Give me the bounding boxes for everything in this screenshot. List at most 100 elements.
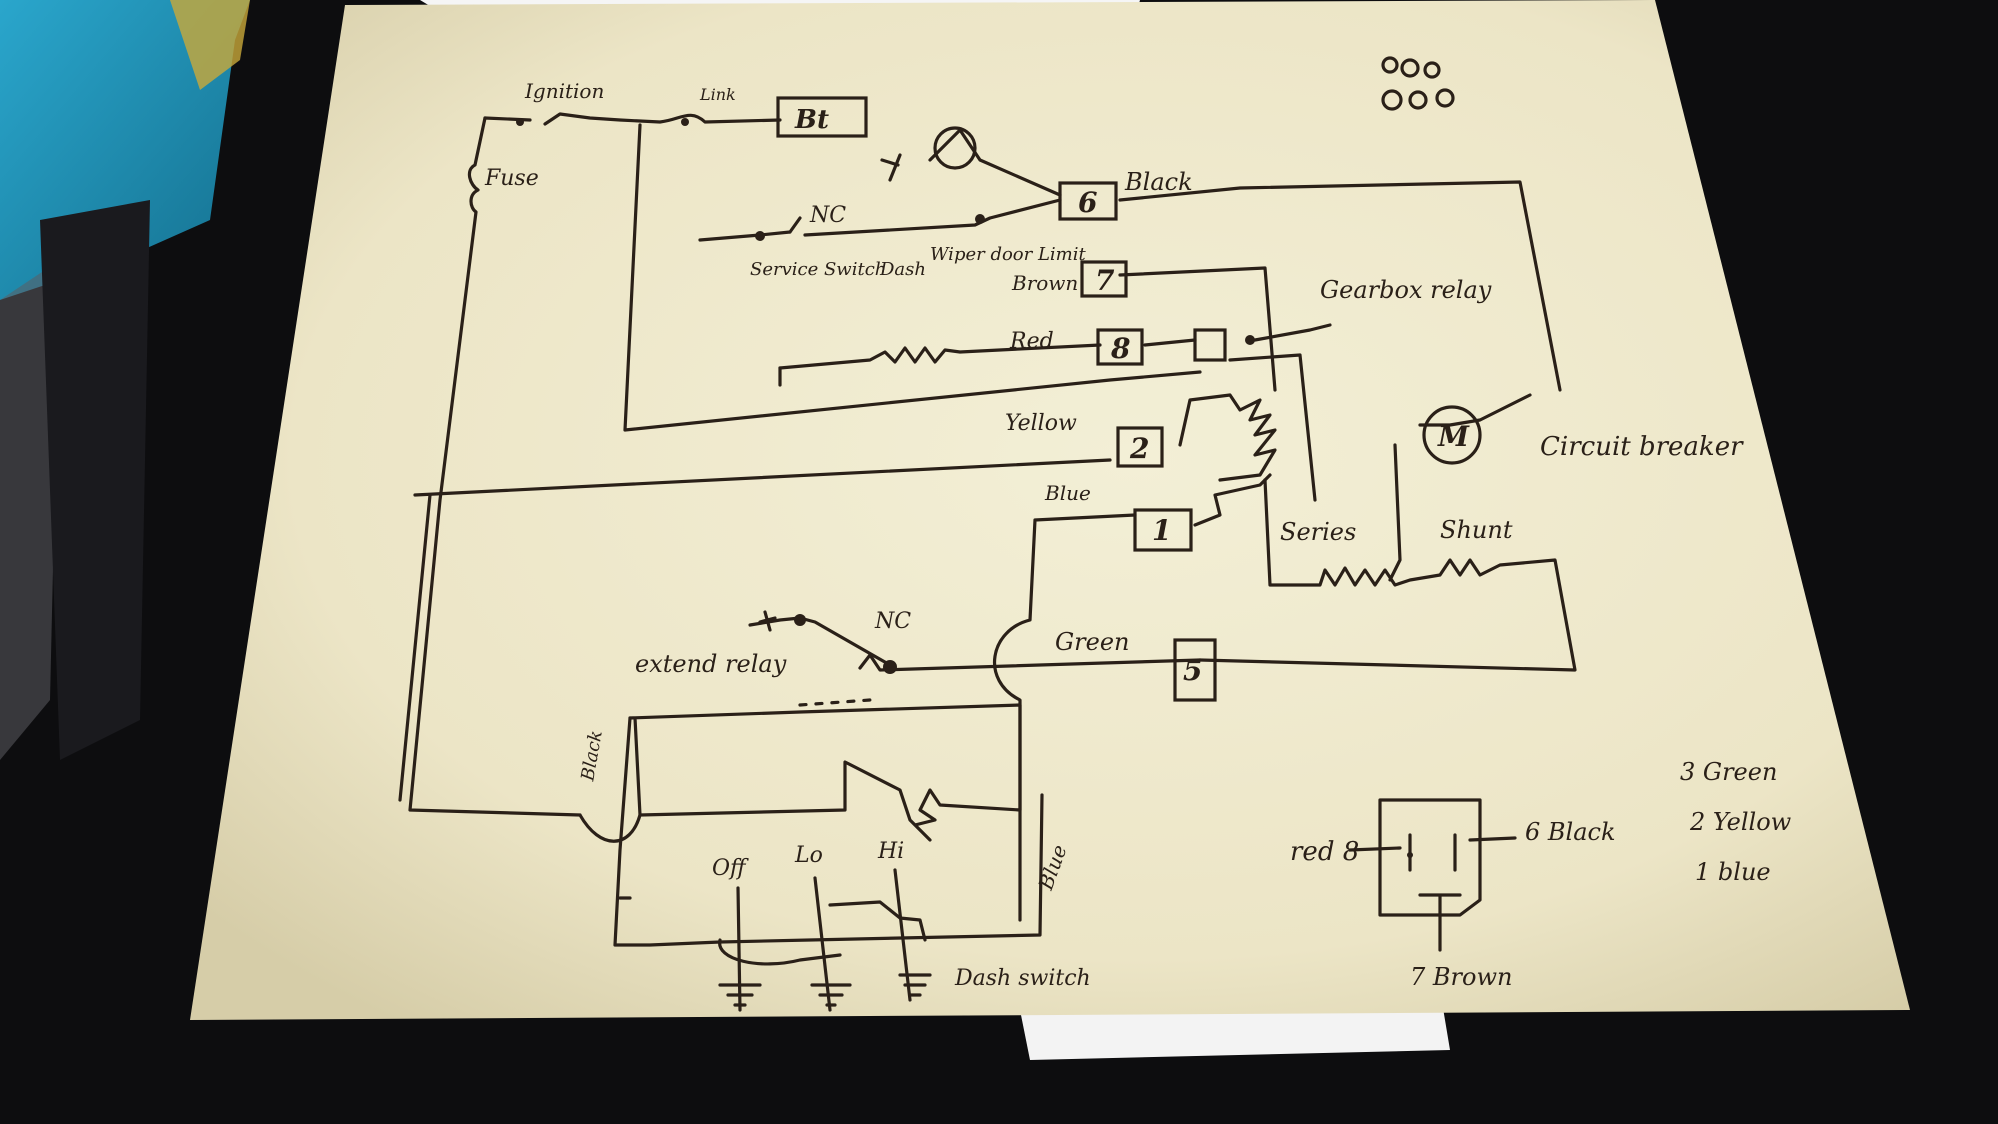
extend-relay-switch <box>748 616 892 667</box>
pin-circle <box>1381 89 1403 111</box>
node-dot <box>755 231 765 241</box>
connector-6-number: 6 <box>1078 186 1097 219</box>
green-wire <box>858 653 1202 672</box>
switch-link <box>718 938 842 966</box>
pin-circle <box>1435 88 1455 108</box>
left-ground-wire <box>398 493 432 802</box>
nc-top-label: NC <box>809 203 846 228</box>
relay-output-wire <box>1253 323 1332 342</box>
plug-black-label: 6 Black <box>1525 818 1616 846</box>
series-label: Series <box>1280 518 1356 546</box>
yellow-wire <box>413 458 1112 497</box>
black-bag <box>40 200 150 760</box>
gearbox-relay-label: Gearbox relay <box>1320 276 1492 304</box>
lo-label: Lo <box>794 843 823 868</box>
black-wire <box>1118 180 1562 392</box>
off-label: Off <box>712 856 749 881</box>
red-label: Red <box>1009 329 1054 354</box>
battery-label: Bt <box>794 105 829 135</box>
motor-circle <box>1422 405 1482 465</box>
pin-circle <box>1400 58 1420 78</box>
fuse-label: Fuse <box>484 166 539 191</box>
inner-loop-wire <box>623 123 1202 432</box>
link-label: Link <box>699 85 736 104</box>
chair-back <box>0 260 60 760</box>
connector-numbers: 6 7 8 2 1 5 <box>1078 186 1202 687</box>
ignition-label: Ignition <box>524 79 604 103</box>
yellow-label: Yellow <box>1005 411 1077 436</box>
nc-mid-label: NC <box>874 609 911 634</box>
red-wire <box>778 343 1102 370</box>
connector-1-number: 1 <box>1152 514 1171 547</box>
node-dot <box>681 118 689 126</box>
components <box>776 96 1482 702</box>
service-switch-label: Service Switch <box>750 259 886 280</box>
plug-red-label: red 8 <box>1290 837 1359 867</box>
dash-switch-label: Dash switch <box>954 966 1091 991</box>
relay-input-wire <box>1143 338 1197 347</box>
connector-2-box <box>1116 426 1164 468</box>
plug-blue-label: 1 blue <box>1695 858 1771 886</box>
extend-relay-label: extend relay <box>635 650 787 678</box>
connector-5-box <box>1173 638 1217 702</box>
blue-wire-down <box>992 513 1137 922</box>
node-dot <box>1245 335 1255 345</box>
connector-7-number: 7 <box>1095 264 1115 297</box>
nodes <box>516 118 1413 858</box>
hi-label: Hi <box>877 839 904 864</box>
motor-shunt-wire <box>1388 443 1402 582</box>
yellow-object <box>170 0 250 90</box>
plug-leads <box>1348 836 1517 852</box>
yellow-coil <box>1178 393 1277 482</box>
dash-switch-frame <box>613 716 1044 947</box>
off-ground <box>718 886 762 1012</box>
connector-8-number: 8 <box>1110 332 1130 365</box>
pin-circle <box>1423 61 1441 79</box>
brown-wire <box>1118 266 1277 392</box>
connector-7-box <box>1080 260 1128 298</box>
node-dot <box>975 214 985 224</box>
left-bus-wire <box>408 116 582 817</box>
blue-top-label: Blue <box>1044 481 1091 505</box>
circuit-breaker-label: Circuit breaker <box>1540 432 1744 462</box>
extend-relay-dashed <box>798 698 872 707</box>
loop-crossing <box>578 813 642 843</box>
pin-circle <box>1408 90 1428 110</box>
paper-sheet <box>190 0 1910 1020</box>
shunt-label: Shunt <box>1440 516 1513 544</box>
connector-6-box <box>1058 181 1118 221</box>
node-dot <box>883 660 897 674</box>
gearbox-relay-box <box>1193 328 1227 362</box>
hi-ground <box>893 868 932 1002</box>
connector-1-box <box>1133 508 1193 552</box>
motor-breaker-wire <box>1418 393 1532 427</box>
series-shunt-wire <box>1198 478 1577 672</box>
plug-yellow-label: 2 Yellow <box>1689 808 1792 836</box>
plug-green-label: 3 Green <box>1680 758 1777 786</box>
ink-drawing <box>398 56 1577 1012</box>
ground-symbol-top <box>880 153 902 182</box>
green-label: Green <box>1055 628 1130 656</box>
connector-2-number: 2 <box>1129 432 1149 465</box>
dash-label: Dash <box>879 259 926 280</box>
switch-link-hi <box>828 900 927 942</box>
extend-relay-ground <box>758 610 777 632</box>
brown-label: Brown <box>1011 271 1078 295</box>
pin-circle <box>1381 56 1399 74</box>
node-dot <box>516 118 524 126</box>
plug-brown-label: 7 Brown <box>1410 963 1512 991</box>
wiper-door-limit-label: Wiper door Limit <box>930 244 1087 265</box>
labels: Ignition Link Bt Fuse Black NC Service S… <box>484 79 1792 991</box>
connector-5-number: 5 <box>1183 654 1202 687</box>
relay-to-series <box>1228 353 1317 502</box>
battery-box <box>776 96 868 138</box>
blue-coil-link <box>1193 473 1272 527</box>
lo-ground <box>810 876 852 1012</box>
node-dot <box>794 614 806 626</box>
lamp-symbol <box>933 126 977 170</box>
node-dot <box>1407 852 1413 858</box>
connector-8-box <box>1096 328 1144 366</box>
wiper-lamp-wire <box>928 128 1062 197</box>
black-label: Black <box>1124 168 1193 196</box>
